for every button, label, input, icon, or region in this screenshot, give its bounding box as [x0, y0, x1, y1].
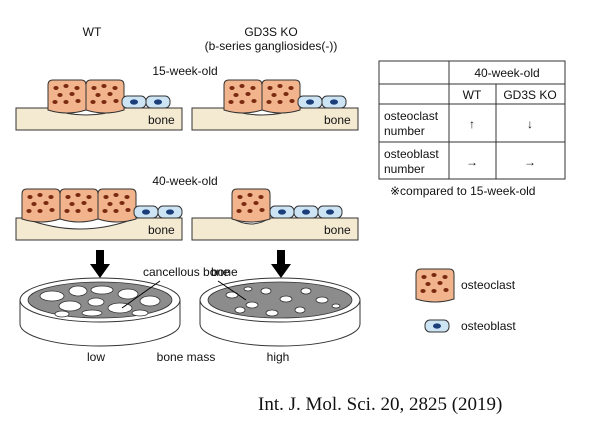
table-footnote: ※compared to 15-week-old [390, 184, 535, 198]
bone-mass-low: low [87, 350, 105, 364]
ko-15wk-panel: bone [191, 79, 359, 131]
bone-mass-label: bone mass [157, 350, 216, 364]
wt-header: WT [83, 25, 102, 39]
osteoclast [231, 188, 271, 223]
cancellous-bone-label-wt: cancellous bone [143, 265, 230, 279]
osteoclast [223, 79, 263, 114]
wt-bone-cross-section [19, 277, 181, 347]
legend-osteoclast-label: osteoclast [461, 278, 516, 292]
cancellous-bone-label-ko: bone [211, 265, 238, 279]
legend: osteoclast osteoblast [415, 268, 516, 333]
ko-subheader: (b-series gangliosides(-)) [205, 39, 338, 53]
callout-line [121, 280, 161, 309]
osteoclast [261, 79, 301, 114]
osteoblast [269, 205, 295, 219]
age-label-40wk: 40-week-old [152, 174, 217, 188]
arrow-right-icon: → [524, 155, 536, 169]
callout-line [217, 280, 247, 301]
ko-40wk-panel: bone [191, 188, 359, 241]
ko-bone-cross-section [199, 277, 361, 347]
osteoclast [47, 79, 87, 114]
comparison-table: 40-week-old WT GD3S KO osteoclast number… [378, 60, 566, 180]
osteoclast [85, 79, 125, 114]
osteoclast-legend-icon [415, 268, 455, 303]
osteoblast [145, 95, 171, 109]
osteoblast [157, 205, 183, 219]
bone-label: bone [324, 113, 351, 127]
bone-mass-high: high [267, 350, 290, 364]
bone-label: bone [324, 223, 351, 237]
table-row-osteoblast-line2: number [384, 162, 425, 176]
citation: Int. J. Mol. Sci. 20, 2825 (2019) [258, 394, 502, 415]
arrow-down-icon: ↓ [527, 117, 533, 131]
table-row-osteoblast-line1: osteoblast [384, 147, 439, 161]
table-col-ko: GD3S KO [503, 88, 556, 102]
age-label-15wk: 15-week-old [152, 64, 217, 78]
table-col-wt: WT [463, 88, 482, 102]
osteoblast [321, 95, 347, 109]
osteoblast [133, 205, 159, 219]
osteoclast [21, 188, 61, 223]
table-row-osteoclast-line1: osteoclast [384, 109, 439, 123]
osteoclast [59, 188, 99, 223]
table-row-osteoclast-line2: number [384, 124, 425, 138]
wt-40wk-panel: bone [15, 188, 183, 241]
osteoblast [317, 205, 343, 219]
osteoclast [97, 188, 137, 223]
arrow-up-icon: ↑ [469, 117, 475, 131]
osteoblast [293, 205, 319, 219]
wt-15wk-panel: bone [15, 79, 183, 131]
ko-header: GD3S KO [244, 25, 297, 39]
osteoblast [297, 95, 323, 109]
osteoblast [121, 95, 147, 109]
arrow-right-icon: → [466, 155, 478, 169]
arrow-down-wt [90, 250, 110, 278]
bone-label: bone [148, 223, 175, 237]
bone-label: bone [148, 113, 175, 127]
table-header-age: 40-week-old [474, 66, 539, 80]
legend-osteoblast-label: osteoblast [461, 319, 516, 333]
arrow-down-ko [271, 250, 291, 278]
osteoblast-legend-icon [424, 319, 450, 333]
